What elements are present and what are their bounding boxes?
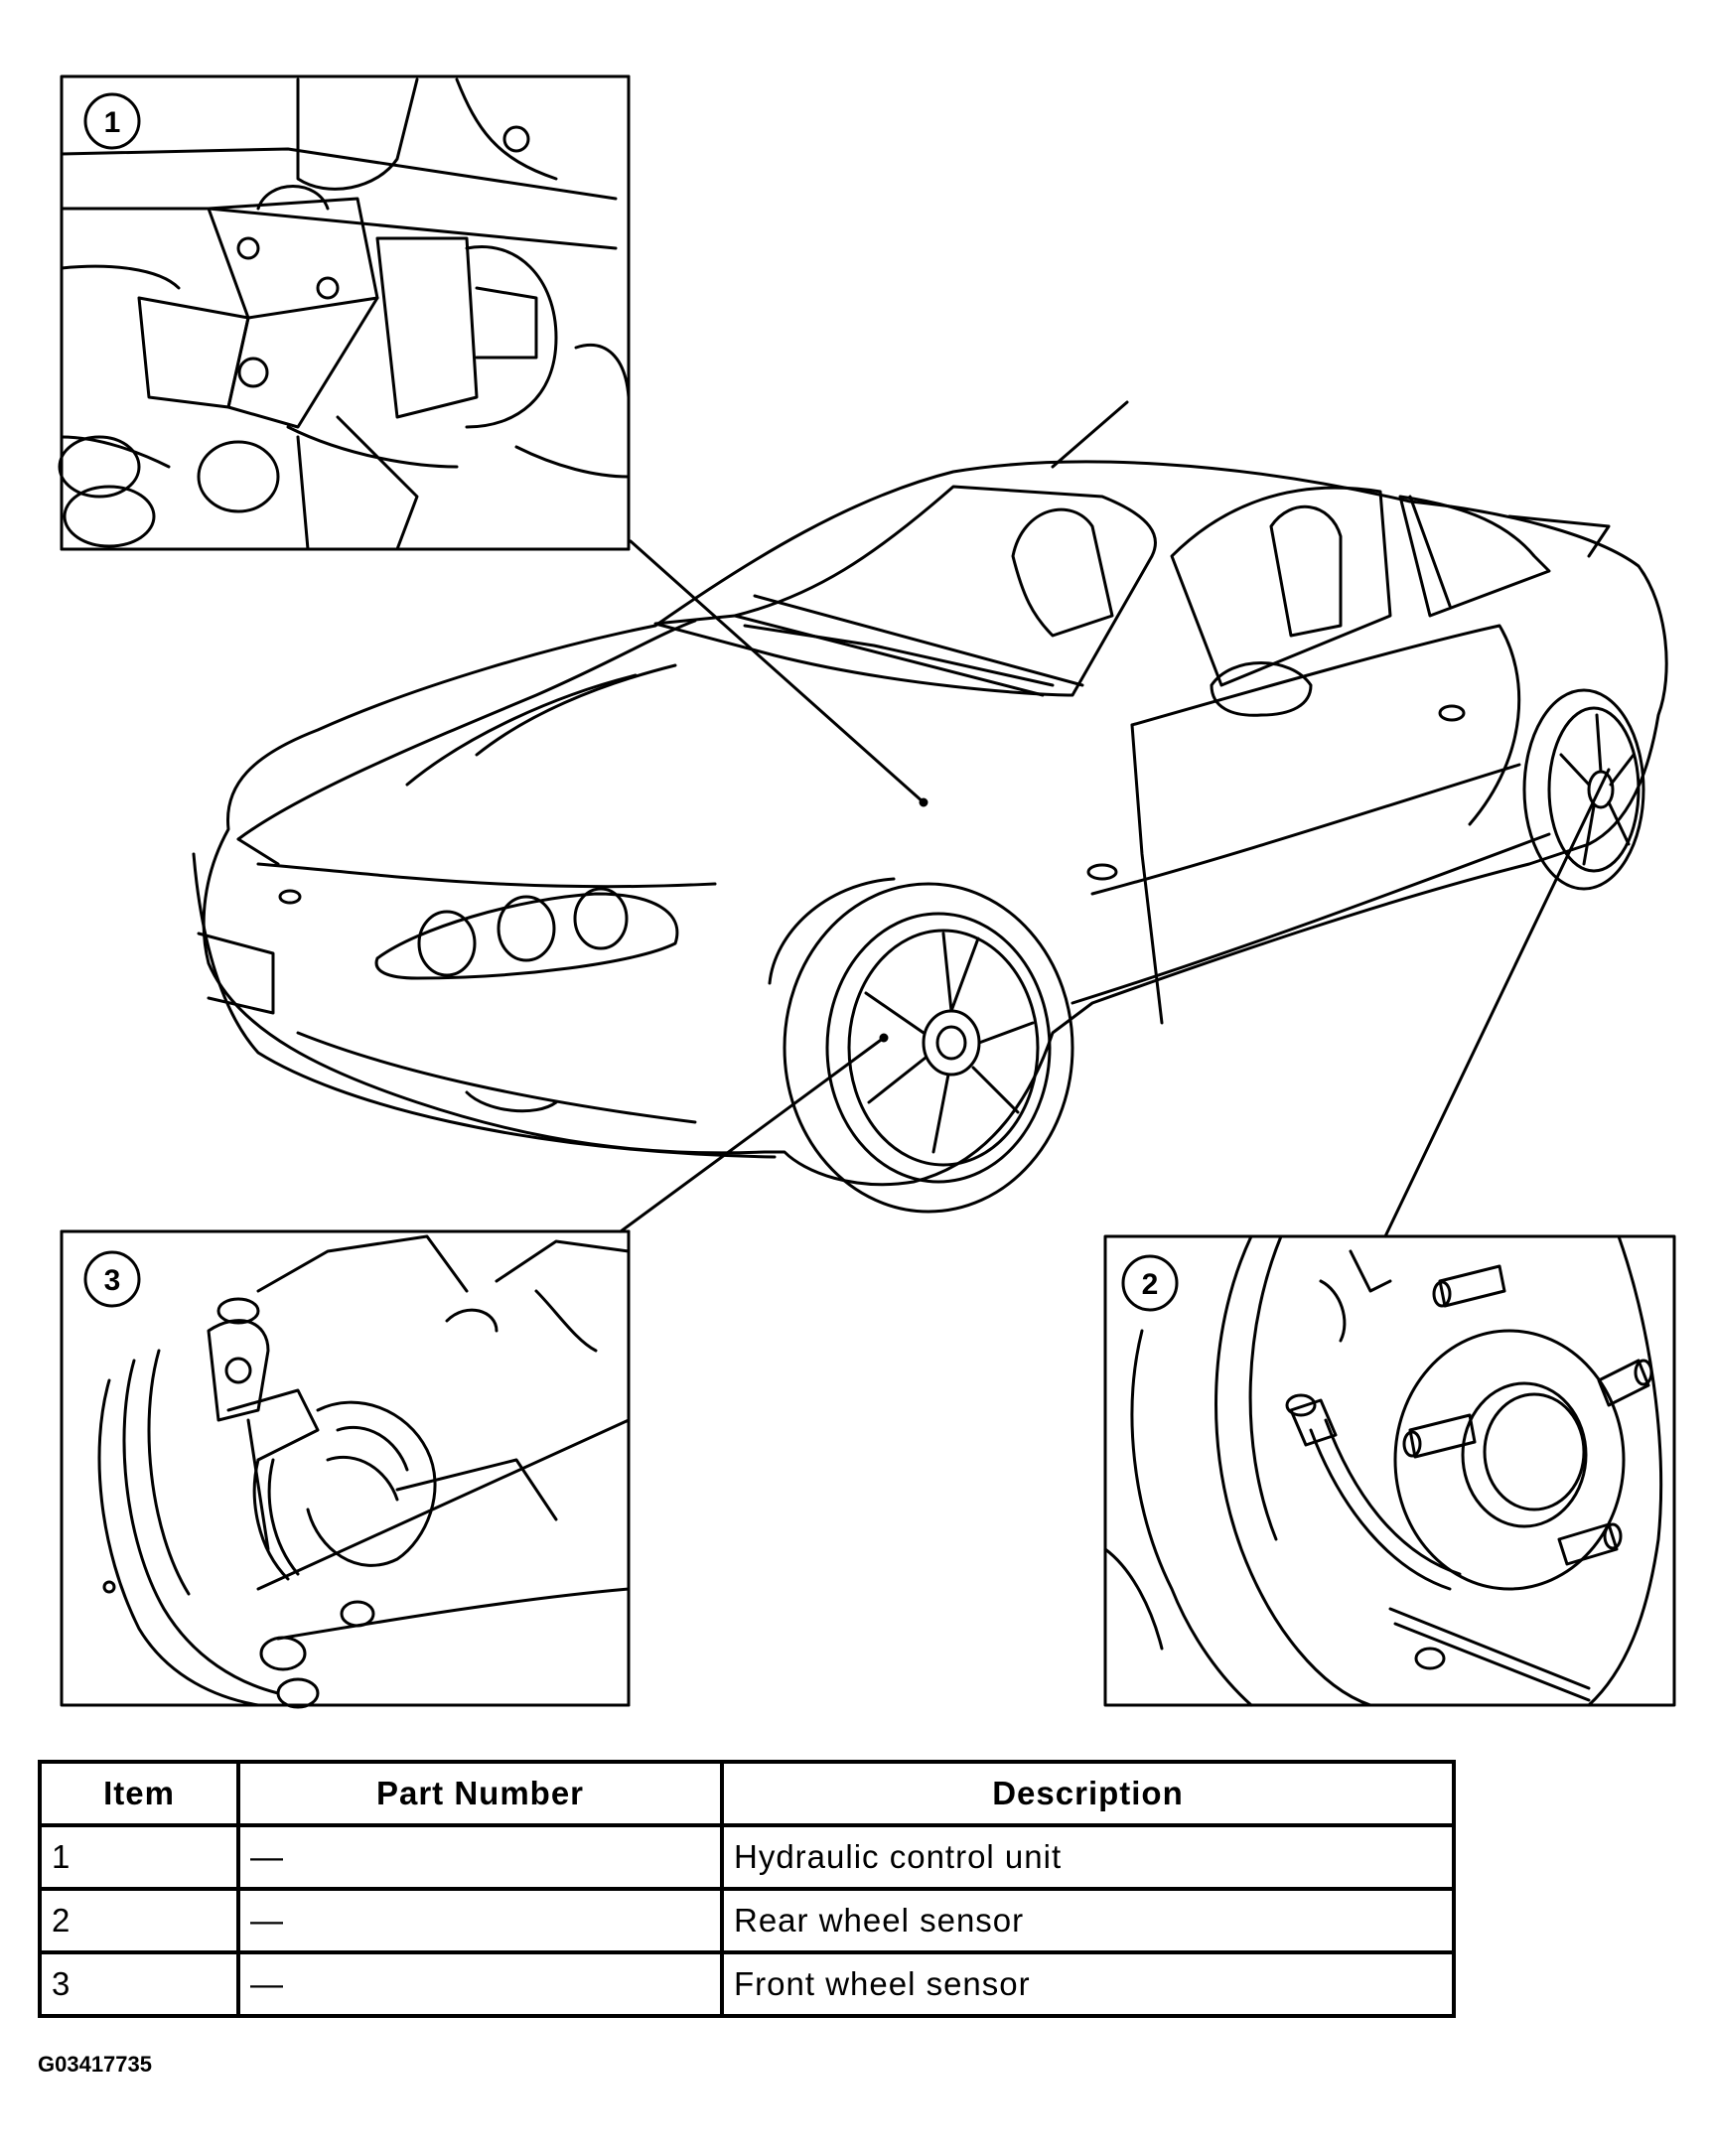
cell-part-number: — <box>236 1950 724 2018</box>
callout-3-label: 3 <box>104 1264 121 1297</box>
header-description: Description <box>720 1760 1456 1827</box>
cell-item: 1 <box>38 1823 240 1891</box>
cell-description: Hydraulic control unit <box>720 1823 1456 1891</box>
callout-1-label: 1 <box>104 106 121 139</box>
cell-part-number: — <box>236 1887 724 1954</box>
parts-table: Item Part Number Description 1 — Hydraul… <box>38 1760 1456 2018</box>
leader-line-3 <box>619 1036 886 1233</box>
callout-circle-1 <box>83 92 141 150</box>
car-illustration <box>192 400 1668 1238</box>
figure-id: G03417735 <box>38 2052 152 2077</box>
cell-item: 3 <box>38 1950 240 2018</box>
header-part-number: Part Number <box>236 1760 724 1827</box>
inset-3-front-wheel-sensor <box>60 1229 631 1709</box>
leader-line-2 <box>1383 768 1611 1238</box>
table-row: 3 — Front wheel sensor <box>38 1950 1456 2018</box>
leader-line-1 <box>629 539 926 804</box>
table-row: 1 — Hydraulic control unit <box>38 1823 1456 1891</box>
cell-description: Front wheel sensor <box>720 1950 1456 2018</box>
cell-description: Rear wheel sensor <box>720 1887 1456 1954</box>
table-header-row: Item Part Number Description <box>38 1760 1456 1827</box>
table-row: 2 — Rear wheel sensor <box>38 1887 1456 1954</box>
component-location-diagram: 1 2 3 <box>58 74 1676 1709</box>
inset-2-rear-wheel-sensor <box>1103 1234 1676 1707</box>
header-item: Item <box>38 1760 240 1827</box>
callout-2-label: 2 <box>1142 1268 1159 1301</box>
cell-part-number: — <box>236 1823 724 1891</box>
rear-wheel <box>1522 688 1645 891</box>
callout-circle-3 <box>83 1250 141 1308</box>
front-wheel <box>768 877 1074 1214</box>
callout-circle-2 <box>1121 1254 1179 1312</box>
inset-1-hydraulic-control-unit <box>58 74 631 551</box>
cell-item: 2 <box>38 1887 240 1954</box>
